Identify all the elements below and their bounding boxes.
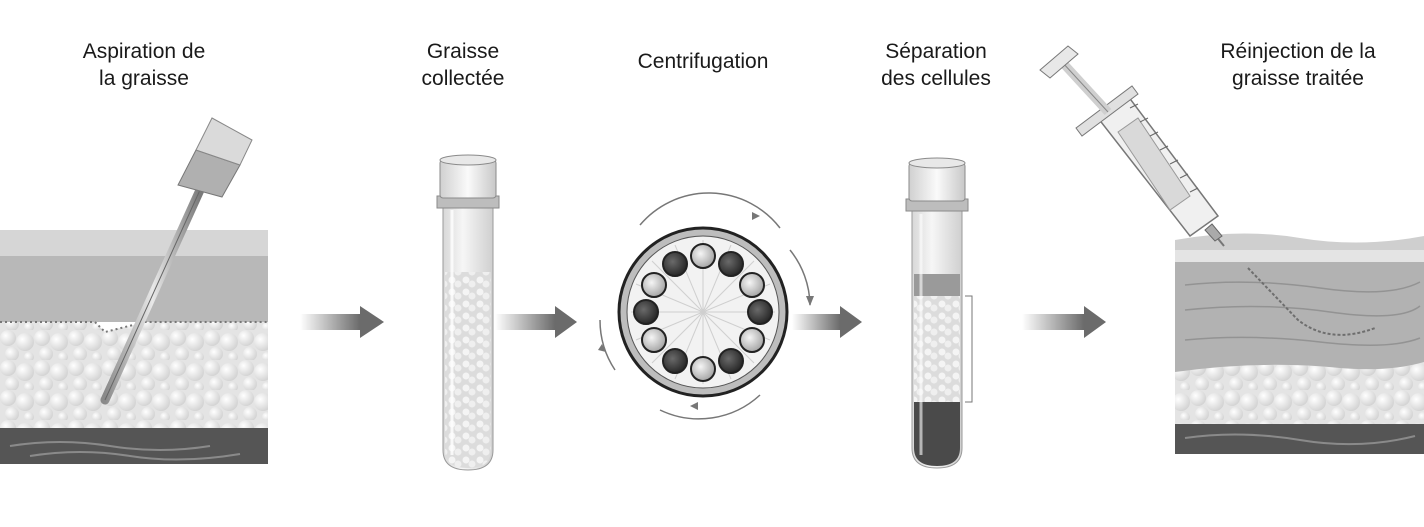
label-line: Séparation: [885, 40, 987, 63]
test-tube-icon: [436, 154, 500, 471]
step-label-centrifugation: Centrifugation: [603, 48, 803, 75]
arrow-icon: [300, 306, 384, 338]
tissue-block-reinjection: [1175, 233, 1424, 454]
label-line: collectée: [421, 67, 505, 90]
arrow-icon: [1022, 306, 1106, 338]
syringe-icon: [1039, 45, 1225, 247]
arrow-icon: [792, 306, 862, 338]
tissue-block-aspiration: [0, 230, 268, 464]
label-line: des cellules: [881, 67, 991, 90]
centrifuge-icon: [598, 192, 814, 420]
separated-tube-icon: [905, 157, 973, 469]
label-line: Centrifugation: [637, 50, 769, 73]
label-line: graisse traitée: [1232, 67, 1364, 90]
label-line: la graisse: [99, 67, 189, 90]
label-line: Réinjection de la: [1220, 40, 1376, 63]
step-label-collected: Graisse collectée: [373, 38, 553, 92]
cannula-icon: [100, 117, 253, 405]
label-line: Aspiration de: [82, 40, 206, 63]
step-label-reinjection: Réinjection de la graisse traitée: [1198, 38, 1398, 92]
step-label-aspiration: Aspiration de la graisse: [44, 38, 244, 92]
label-line: Graisse: [426, 40, 500, 63]
arrow-icon: [495, 306, 577, 338]
step-label-separation: Séparation des cellules: [846, 38, 1026, 92]
